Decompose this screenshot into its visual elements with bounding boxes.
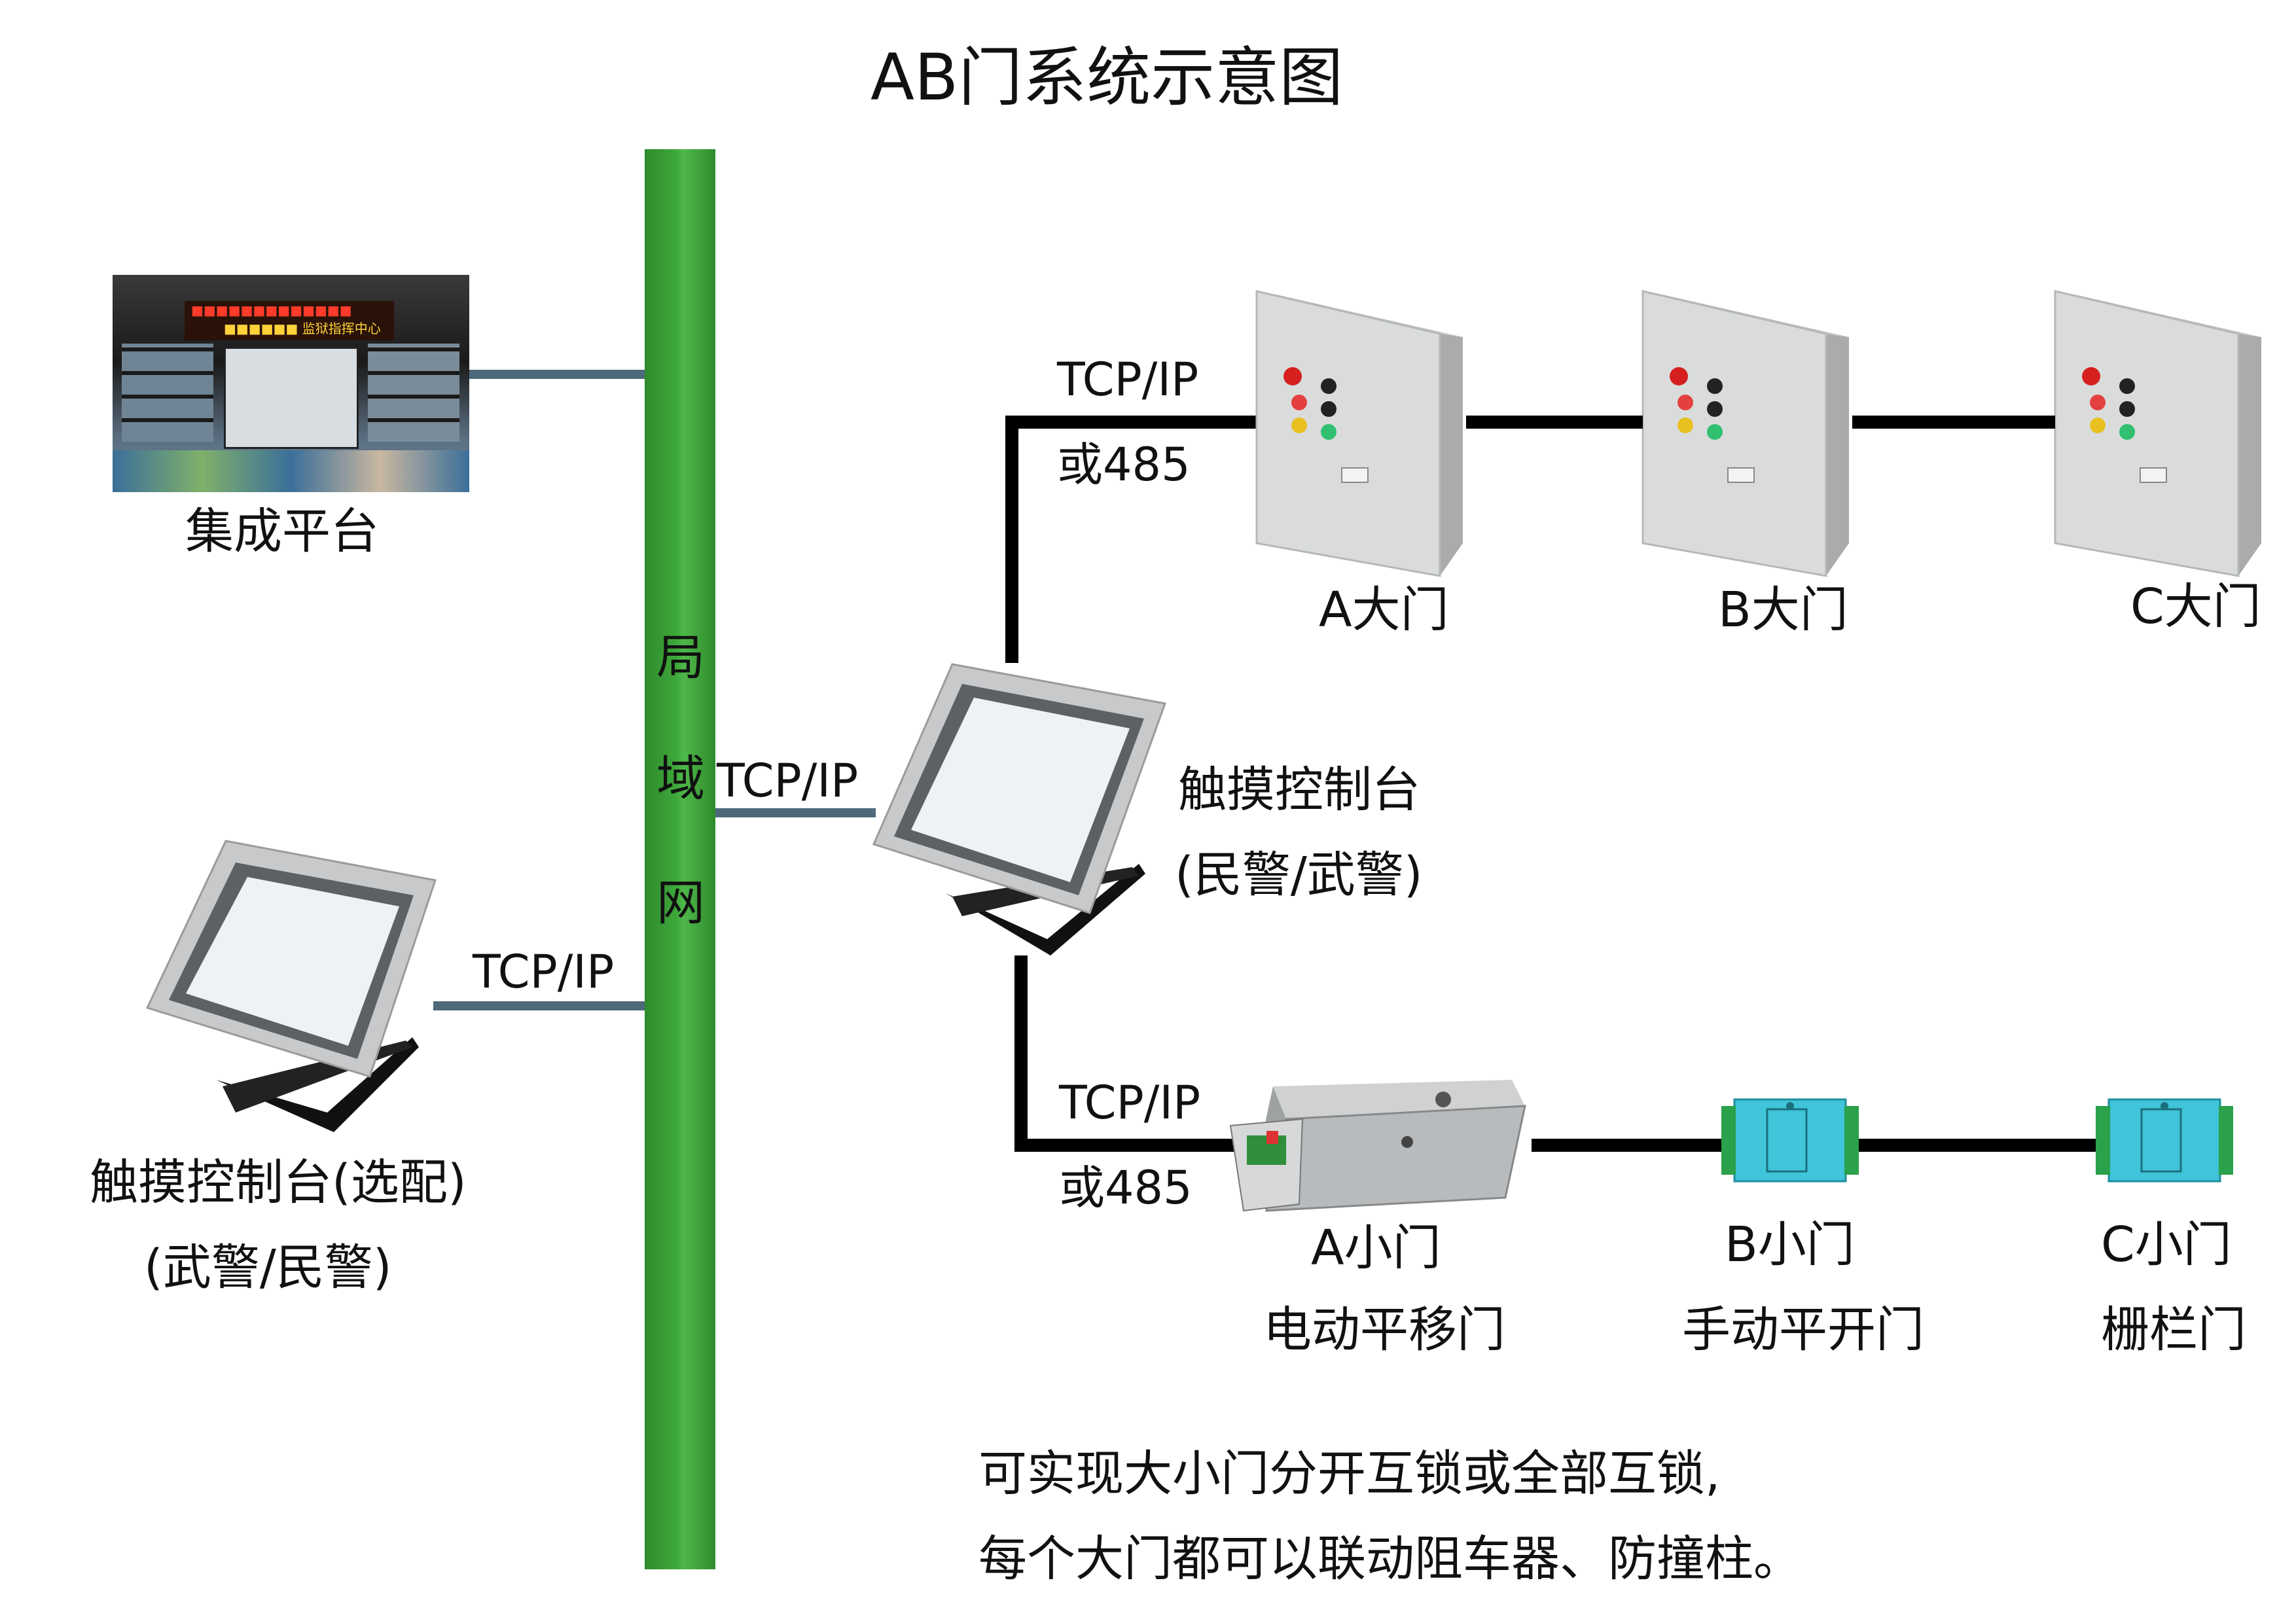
link-big-gates-label-2: 或485 — [1057, 438, 1191, 491]
touch-console-optional-label-2: (武警/民警) — [144, 1240, 392, 1296]
link-small-a-to-b — [1532, 1139, 1725, 1152]
link-small-gates-label-2: 或485 — [1059, 1161, 1193, 1215]
touch-console-main-label-2: (民警/武警) — [1175, 847, 1423, 903]
link-small-gates-label-1: TCP/IP — [1059, 1076, 1201, 1130]
note-line-1: 可实现大小门分开互锁或全部互锁, — [978, 1446, 1721, 1502]
lan-label-char-2: 域 — [656, 751, 705, 807]
link-console-to-big-gates-vertical — [1005, 416, 1018, 663]
link-console-opt-label: TCP/IP — [473, 945, 615, 999]
note-line-2: 每个大门都可以联动阻车器、防撞柱。 — [978, 1531, 1802, 1587]
link-console-opt-to-lan — [433, 1001, 645, 1010]
page-title: AB门系统示意图 — [870, 41, 1344, 115]
led-banner: ■■■■■■■■■■■■■ ■■■■■■ 监狱指挥中心 — [185, 301, 394, 340]
monitor-grid-left — [122, 344, 213, 442]
led-text-bottom: ■■■■■■ 监狱指挥中心 — [224, 321, 381, 336]
link-big-a-to-b — [1466, 416, 1643, 429]
big-gate-b-label: B大门 — [1718, 582, 1848, 638]
link-console-to-small-gates-horizontal — [1014, 1139, 1237, 1152]
desk-monitors — [113, 450, 469, 492]
link-lan-to-console-main — [715, 808, 876, 817]
link-platform-to-lan — [469, 370, 645, 379]
small-gate-b-label-1: B小门 — [1725, 1217, 1855, 1273]
touch-console-optional-label-1: 触摸控制台(选配) — [90, 1154, 467, 1211]
small-gate-a-label-1: A小门 — [1311, 1220, 1441, 1276]
link-big-b-to-c — [1852, 416, 2055, 429]
integration-platform-image: ■■■■■■■■■■■■■ ■■■■■■ 监狱指挥中心 — [113, 275, 469, 492]
lan-bar — [645, 149, 715, 1569]
link-lan-to-console-main-label: TCP/IP — [717, 754, 859, 808]
lan-label-char-1: 局 — [656, 630, 705, 686]
small-gate-b-label-2: 手动平开门 — [1682, 1302, 1924, 1358]
big-gate-a-label: A大门 — [1319, 582, 1449, 638]
link-console-to-big-gates-horizontal — [1005, 416, 1267, 429]
center-screen — [224, 347, 359, 449]
link-small-b-to-c — [1859, 1139, 2101, 1152]
lan-label-char-3: 网 — [656, 875, 705, 931]
touch-console-main-label-1: 触摸控制台 — [1178, 762, 1420, 818]
integration-platform-label: 集成平台 — [185, 503, 379, 560]
monitor-grid-right — [368, 344, 459, 442]
small-gate-c-label-1: C小门 — [2101, 1217, 2232, 1273]
big-gate-c-label: C大门 — [2130, 579, 2261, 635]
link-console-to-small-gates-vertical — [1014, 955, 1028, 1152]
link-big-gates-label-1: TCP/IP — [1057, 353, 1199, 406]
small-gate-c-label-2: 栅栏门 — [2101, 1302, 2246, 1358]
small-gate-a-label-2: 电动平移门 — [1263, 1302, 1505, 1358]
led-text-top: ■■■■■■■■■■■■■ — [191, 302, 352, 318]
